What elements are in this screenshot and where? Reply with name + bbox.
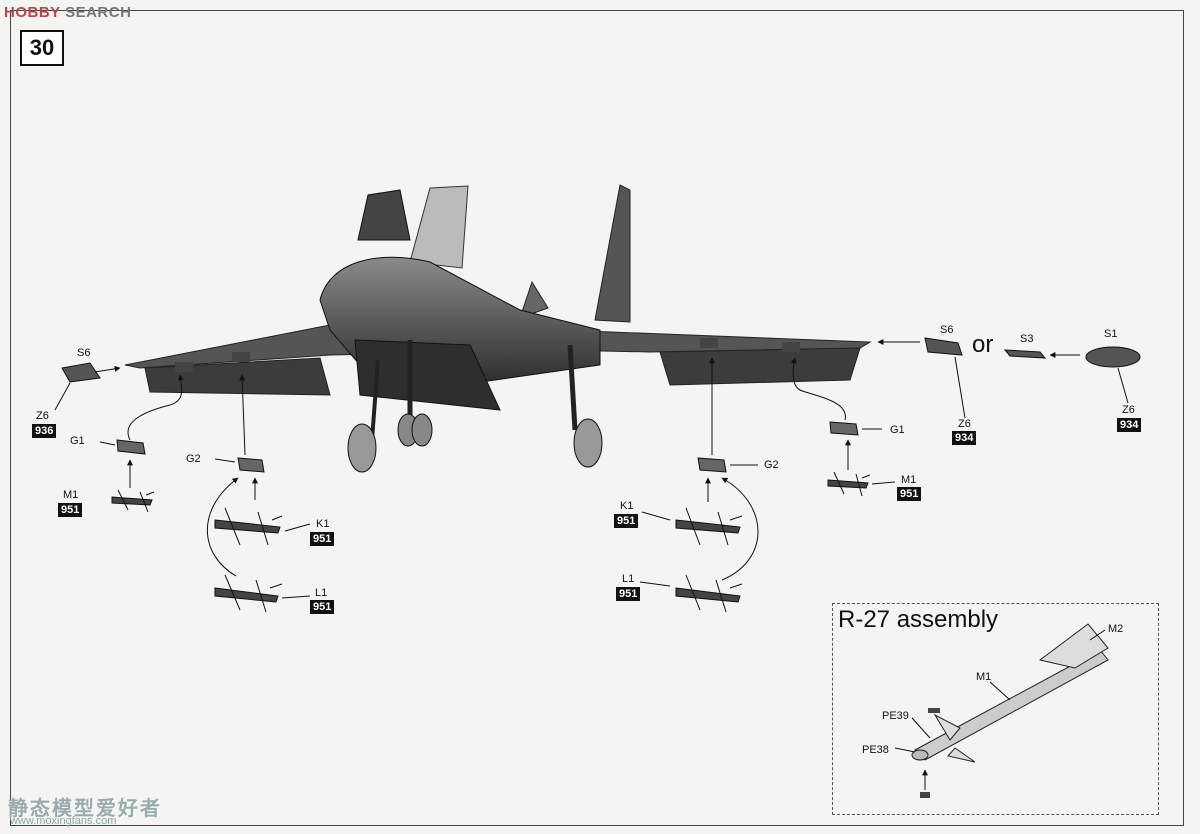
inset-label-pe38: PE38 [862,744,889,756]
label-k1-right: K1 [620,500,634,512]
label-g2-left: G2 [186,453,201,465]
label-z6-right: Z6 [1122,404,1135,416]
missile-m1-left [111,489,155,513]
page-frame [10,10,1184,826]
label-s6-right: S6 [940,324,954,336]
inset-title: R-27 assembly [838,606,999,633]
label-l1-right: L1 [622,573,635,585]
adapter-g1-right [829,421,859,436]
label-z6-mid: Z6 [958,418,971,430]
code-m1-right: 951 [897,487,922,501]
code-m1-left: 951 [58,503,83,517]
adapter-g2-left [237,457,265,473]
label-g2-right: G2 [764,459,779,471]
label-m1-right: M1 [901,474,917,486]
code-k1-left: 951 [310,532,335,546]
watermark-text: 静态模型爱好者 [8,798,162,820]
r27-missile [911,623,1109,763]
label-s3: S3 [1020,333,1034,345]
step-number: 30 [20,30,64,66]
missile-l1-right [675,574,743,613]
watermark-url: www.moxingfans.com [10,815,117,827]
site-logo: HOBBY SEARCH [4,4,132,21]
code-k1-right: 951 [614,514,639,528]
adapter-g1-left [116,439,146,455]
label-s1: S1 [1104,328,1118,340]
missile-k1-left [214,507,283,546]
r27-inset-box [832,603,1159,815]
missile-k1-right [675,507,743,546]
code-l1-left: 951 [310,600,335,614]
inset-label-m2: M2 [1108,623,1124,635]
wingtip-rail-right [924,337,963,356]
inset-label-m1: M1 [976,671,992,683]
label-z6-left: Z6 [36,410,49,422]
code-z6-left: 936 [32,424,57,438]
label-l1-left: L1 [315,587,328,599]
pod-s3 [1003,349,1047,359]
label-s6-left: S6 [77,347,91,359]
missile-l1-left [214,574,283,613]
inset-label-pe39: PE39 [882,710,909,722]
code-z6-mid: 934 [952,431,977,445]
code-l1-right: 951 [616,587,641,601]
or-separator: or [972,331,994,358]
missile-m1-right [827,471,871,497]
label-g1-left: G1 [70,435,85,447]
wingtip-rail-left [61,362,101,383]
pod-s1 [1085,346,1141,368]
adapter-g2-right [697,457,727,473]
label-k1-left: K1 [316,518,330,530]
label-m1-left: M1 [63,489,79,501]
label-g1-right: G1 [890,424,905,436]
code-z6-right: 934 [1117,418,1142,432]
aircraft [124,184,872,473]
